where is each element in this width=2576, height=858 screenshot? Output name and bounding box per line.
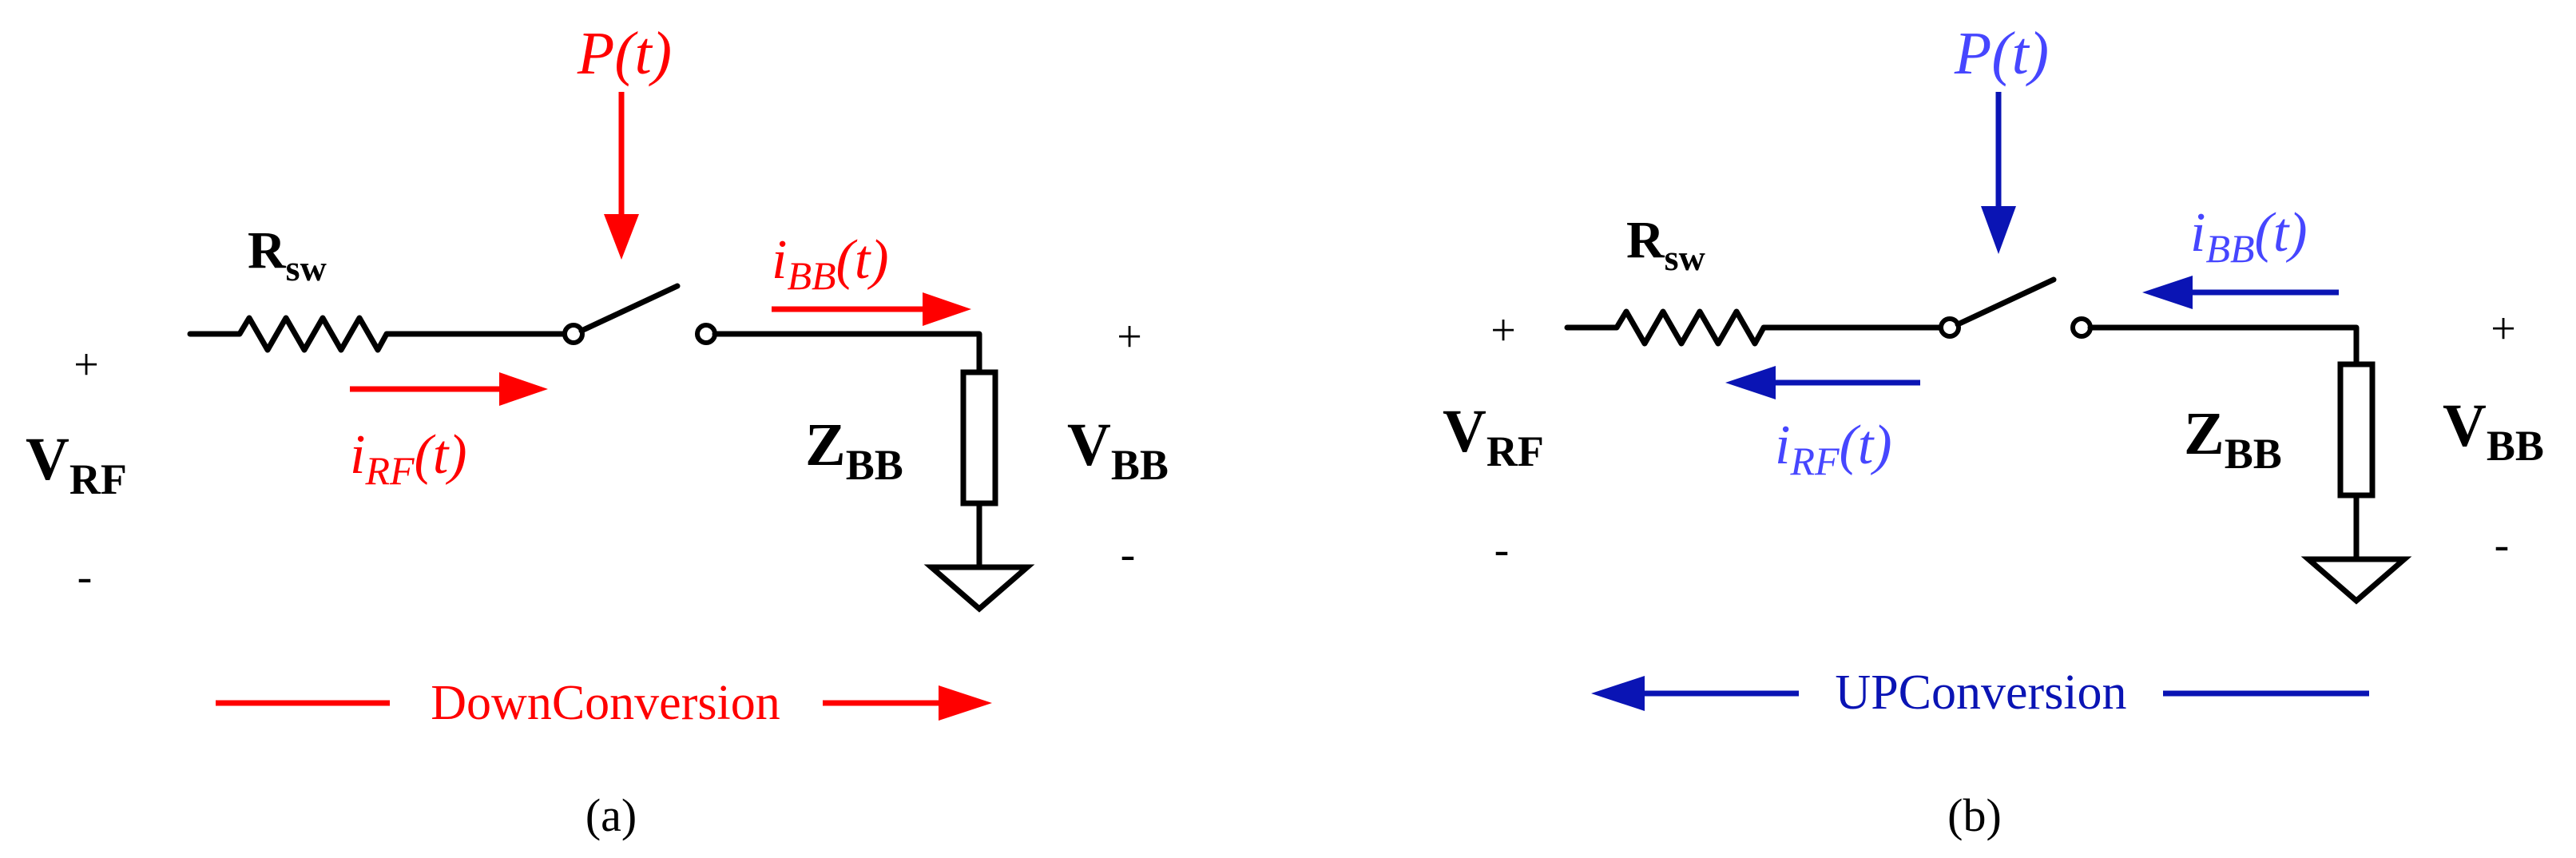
panel-b-vbb-minus: - — [2495, 520, 2510, 570]
panel-a-vbb-minus: - — [1121, 530, 1136, 579]
panel-b-pt-arrow — [1981, 92, 2016, 254]
panel-b-switch-left-terminal — [1939, 316, 1961, 339]
panel-b-circuit — [1564, 276, 2412, 605]
panel-b-zbb-label: ZBB — [2184, 400, 2282, 478]
panel-b-vbb-label: VBB — [2443, 392, 2544, 470]
panel-a-switch-left-terminal — [562, 323, 585, 345]
panel-a-vrf-minus: - — [77, 552, 93, 602]
panel-b-ibb-arrow — [2142, 276, 2339, 309]
panel-b-ground-symbol — [2300, 556, 2412, 605]
panel-a-zbb-label: ZBB — [805, 411, 903, 489]
panel-b-vbb-plus: + — [2491, 304, 2516, 354]
panel-b-vrf-label: VRF — [1443, 398, 1544, 475]
panel-a-switch-blade — [578, 283, 681, 334]
panel-a-downconversion: P(t) Rsw + VRF - iRF(t) iBB(t) — [26, 20, 1169, 841]
panel-a-irf-arrow — [350, 372, 548, 406]
panel-a-irf-label: iRF(t) — [350, 424, 467, 493]
panel-b-rsw-label: Rsw — [1626, 211, 1705, 278]
panel-b-irf-arrow — [1725, 366, 1920, 399]
panel-b-ibb-label: iBB(t) — [2190, 202, 2308, 271]
panel-a-rsw-label: Rsw — [248, 221, 327, 288]
panel-b-vrf-plus: + — [1490, 306, 1516, 356]
panel-a-pt-label: P(t) — [577, 20, 672, 87]
panel-b-direction-arrow — [1591, 676, 2369, 711]
panel-b-zbb-impedance — [2337, 361, 2376, 499]
panel-a-ibb-label: iBB(t) — [772, 229, 889, 298]
panel-a-direction-label: DownConversion — [431, 676, 780, 730]
panel-a-resistor — [187, 315, 568, 353]
panel-b-switch-blade — [1955, 276, 2057, 328]
panel-b-pt-label: P(t) — [1954, 20, 2049, 87]
panel-b-direction-label: UPConversion — [1835, 665, 2126, 720]
panel-b-irf-label: iRF(t) — [1775, 415, 1892, 483]
panel-a-vrf-label: VRF — [26, 426, 127, 503]
panel-a-direction-arrow — [216, 685, 992, 721]
panel-a-vbb-label: VBB — [1067, 411, 1169, 489]
panel-a-ibb-arrow — [772, 292, 971, 326]
panel-a-caption: (a) — [585, 789, 637, 841]
panel-a-zbb-impedance — [960, 369, 998, 506]
panel-b-upconversion: P(t) Rsw + VRF - iRF(t) iBB(t) — [1443, 20, 2544, 841]
panel-a-vrf-plus: + — [73, 340, 99, 390]
panel-b-resistor — [1564, 308, 1944, 347]
panel-a-ground-symbol — [923, 564, 1035, 613]
panel-b-vrf-minus: - — [1494, 525, 1510, 574]
panel-a-circuit — [187, 283, 1035, 613]
panel-b-caption: (b) — [1947, 789, 2002, 841]
panel-a-vbb-plus: + — [1117, 312, 1142, 362]
panel-a-pt-arrow — [604, 92, 639, 260]
